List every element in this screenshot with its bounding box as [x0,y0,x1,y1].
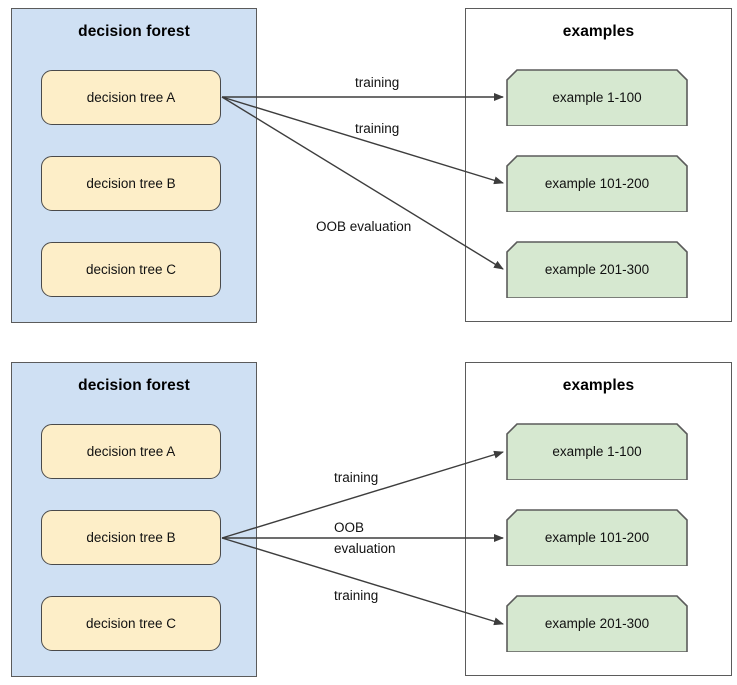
tree-box-decision-tree-a[interactable]: decision tree A [41,424,221,479]
edge-label-training-2: training [355,121,400,136]
example-box-label: example 201-300 [544,616,650,631]
example-box-101-200[interactable]: example 101-200 [506,509,688,566]
tree-box-decision-tree-b[interactable]: decision tree B [41,156,221,211]
example-box-label: example 101-200 [544,530,650,545]
diagram-oob-tree-b: decision forest examples decision tree A… [0,345,737,685]
example-box-201-300[interactable]: example 201-300 [506,241,688,298]
examples-title: examples [562,23,635,40]
example-box-label: example 101-200 [544,176,650,191]
tree-box-label: decision tree A [86,444,176,459]
edge-label-training-1: training [355,75,400,90]
tree-box-label: decision tree C [85,262,177,277]
tree-box-label: decision tree A [86,90,176,105]
edge-label-oob-evaluation-line1: OOB [334,520,365,535]
edge-label-oob-evaluation: OOB evaluation [316,219,412,234]
tree-box-label: decision tree B [86,530,176,545]
edge-label-oob-evaluation-line2: evaluation [334,541,396,556]
decision-forest-title: decision forest [78,23,190,40]
edge-label-training-2: training [334,588,379,603]
edge-label-training-1: training [334,470,379,485]
tree-box-decision-tree-c[interactable]: decision tree C [41,242,221,297]
example-box-label: example 201-300 [544,262,650,277]
examples-title: examples [562,377,635,394]
arrow-training-a-to-101-200 [221,96,504,185]
example-box-label: example 1-100 [552,444,642,459]
tree-box-decision-tree-a[interactable]: decision tree A [41,70,221,125]
tree-box-decision-tree-b[interactable]: decision tree B [41,510,221,565]
tree-box-decision-tree-c[interactable]: decision tree C [41,596,221,651]
example-box-201-300[interactable]: example 201-300 [506,595,688,652]
example-box-label: example 1-100 [552,90,642,105]
diagram-oob-tree-a: decision forest examples decision tree A… [11,8,732,323]
decision-forest-title: decision forest [78,377,190,394]
tree-box-label: decision tree B [86,176,176,191]
tree-box-label: decision tree C [85,616,177,631]
example-box-101-200[interactable]: example 101-200 [506,155,688,212]
example-box-1-100[interactable]: example 1-100 [506,423,688,480]
example-box-1-100[interactable]: example 1-100 [506,69,688,126]
